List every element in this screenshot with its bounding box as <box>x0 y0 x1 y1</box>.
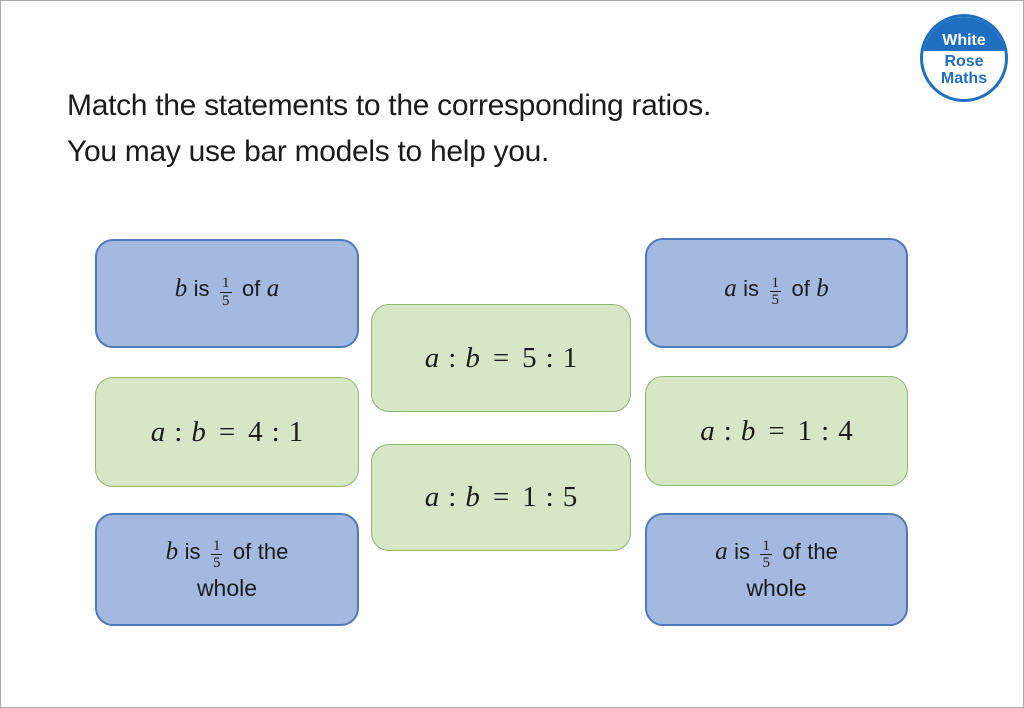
ratio-text: a : b = 4 : 1 <box>150 415 304 448</box>
logo-white-label: White <box>923 17 1005 51</box>
page-title: Match the statements to the correspondin… <box>67 83 827 175</box>
card-ratio-a-b-1-5[interactable]: a : b = 1 : 5 <box>371 444 631 551</box>
statement-line2: whole <box>196 574 258 601</box>
card-ratio-a-b-1-4[interactable]: a : b = 1 : 4 <box>645 376 908 486</box>
card-ratio-a-b-5-1[interactable]: a : b = 5 : 1 <box>371 304 631 412</box>
title-line-1: Match the statements to the correspondin… <box>67 89 711 122</box>
ratio-text: a : b = 5 : 1 <box>424 341 578 374</box>
logo-rose-label: Rose <box>944 53 984 70</box>
ratio-text: a : b = 1 : 4 <box>700 414 853 447</box>
logo-maths-label: Maths <box>940 70 988 87</box>
white-rose-maths-logo: White Rose Maths <box>920 14 1008 102</box>
statement-line2: whole <box>746 574 807 601</box>
ratio-text: a : b = 1 : 5 <box>424 481 578 513</box>
title-line-2: You may use bar models to help you. <box>67 135 550 168</box>
card-ratio-a-b-4-1[interactable]: a : b = 4 : 1 <box>95 377 359 487</box>
